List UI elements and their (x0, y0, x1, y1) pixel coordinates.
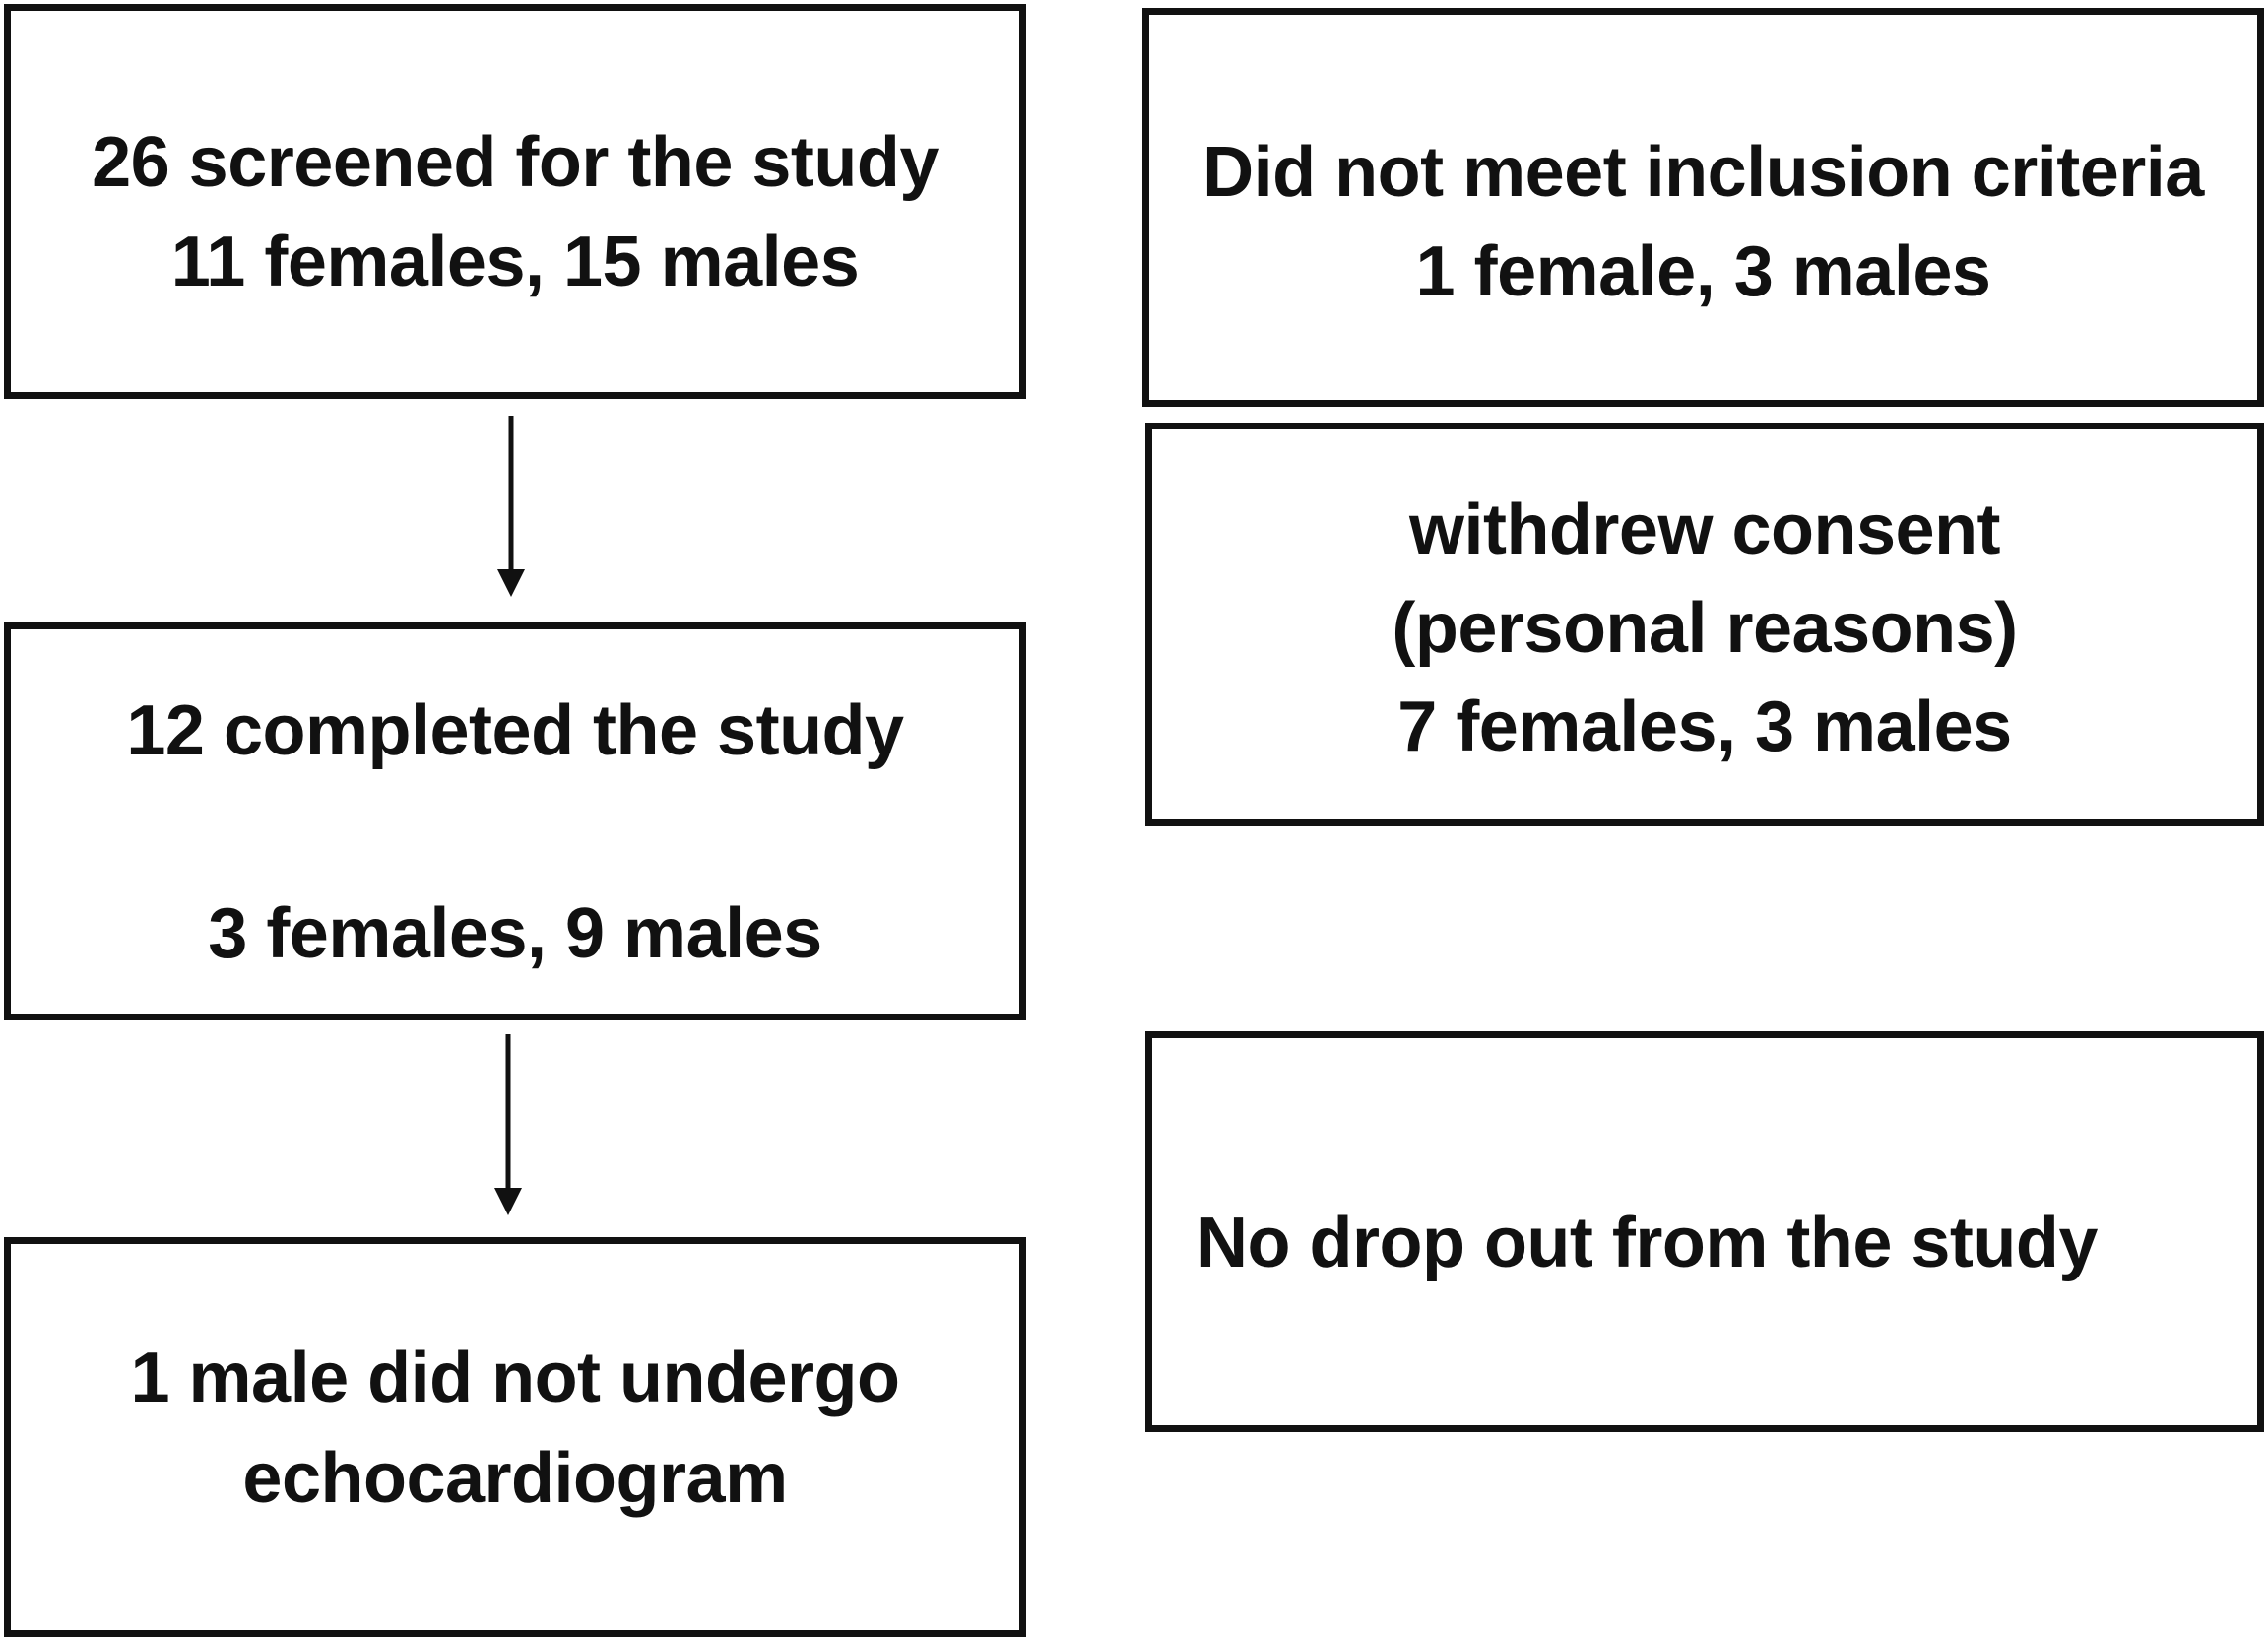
screened-box: 26 screened for the study 11 females, 15… (4, 4, 1026, 399)
screened-sex-breakdown: 11 females, 15 males (170, 223, 860, 301)
completed-sex-breakdown: 3 females, 9 males (208, 894, 822, 973)
completed-box: 12 completed the study 3 females, 9 male… (4, 622, 1026, 1020)
screened-count-label: 26 screened for the study (92, 123, 939, 202)
excluded-criteria-box: Did not meet inclusion criteria 1 female… (1142, 8, 2264, 407)
arrow-screened-to-completed (497, 416, 525, 597)
no-echocardiogram-label: 1 male did not undergo (130, 1339, 900, 1417)
no-dropout-label: No drop out from the study (1197, 1204, 2098, 1282)
arrow-completed-to-no-echocardiogram (494, 1034, 522, 1215)
no-echocardiogram-label-cont: echocardiogram (242, 1439, 788, 1518)
withdrew-consent-box: withdrew consent (personal reasons) 7 fe… (1145, 423, 2264, 826)
excluded-criteria-label: Did not meet inclusion criteria (1202, 133, 2204, 212)
completed-count-label: 12 completed the study (126, 691, 904, 770)
withdrew-consent-label: withdrew consent (1408, 491, 2001, 569)
withdrew-reason-label: (personal reasons) (1392, 589, 2018, 668)
no-dropout-box: No drop out from the study (1145, 1031, 2264, 1432)
excluded-criteria-sex-breakdown: 1 female, 3 males (1415, 232, 1991, 311)
no-echocardiogram-box: 1 male did not undergo echocardiogram (4, 1237, 1026, 1637)
withdrew-sex-breakdown: 7 females, 3 males (1397, 688, 2012, 766)
